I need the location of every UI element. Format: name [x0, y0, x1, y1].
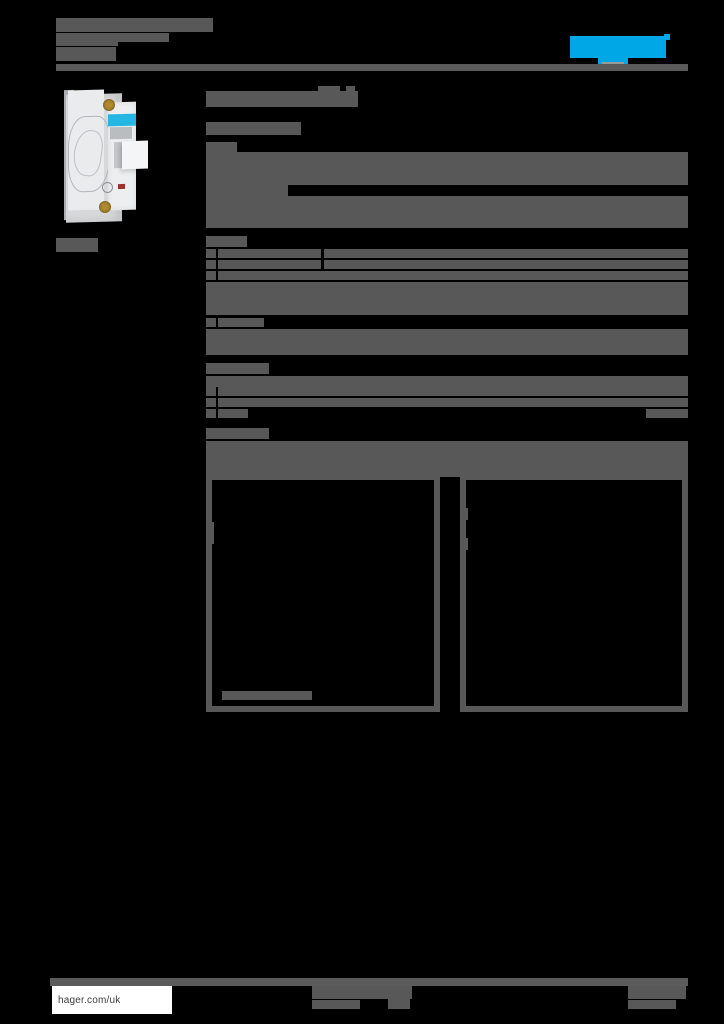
diagram-boxes	[206, 468, 688, 712]
header-divider	[56, 64, 688, 71]
footer-center-line-2	[312, 1000, 360, 1009]
table-row	[206, 376, 688, 387]
table-row	[218, 271, 688, 280]
section-title-1-bar	[206, 142, 237, 152]
table-row-value-wide	[324, 260, 688, 269]
module-symbol-icon	[102, 182, 113, 193]
table-row	[218, 387, 688, 396]
table-row	[206, 293, 688, 304]
section-title-2-bar	[206, 236, 247, 247]
table-row	[206, 342, 688, 355]
footer-url-text: hager.com/uk	[58, 994, 121, 1006]
hager-logo[interactable]	[570, 32, 670, 68]
table-row-label	[206, 409, 216, 418]
document-title-line-1	[56, 18, 213, 32]
diagram-box-left-label-2	[270, 468, 280, 478]
table-row-value	[218, 318, 264, 327]
table-row	[206, 202, 688, 215]
section-1-rows-cont	[206, 202, 688, 228]
document-title-notch	[118, 33, 169, 42]
table-row-label	[206, 398, 216, 407]
section-3-rows	[206, 376, 688, 418]
section-1-rows	[206, 152, 688, 202]
module-toggle-lever[interactable]	[122, 140, 148, 170]
section-title-4	[206, 428, 688, 441]
section-title-3	[206, 363, 688, 376]
diagram-box-right-side-mark-2	[464, 538, 468, 550]
footer-right-line-1	[628, 986, 686, 999]
product-caption	[56, 238, 98, 252]
section-title-1	[206, 142, 688, 152]
spec-main-heading	[206, 86, 688, 108]
module-rating-text	[110, 126, 132, 140]
table-row	[206, 215, 688, 228]
terminal-screw-top	[103, 99, 115, 111]
footer-center-line-1	[312, 986, 412, 999]
product-image-column	[50, 86, 200, 252]
trademark-icon	[664, 34, 670, 40]
table-row	[206, 453, 688, 465]
document-title-line-2	[56, 33, 118, 46]
product-photo	[50, 86, 200, 236]
section-title-4-bar	[206, 428, 269, 439]
terminal-screw-bottom	[99, 201, 111, 213]
specification-column	[206, 86, 688, 501]
diagram-box-right-label	[492, 468, 526, 478]
diagram-box-left-label	[242, 468, 264, 478]
status-indicator-icon	[118, 183, 125, 190]
hager-logo-wordmark	[570, 36, 666, 64]
spec-subheading-bar	[206, 122, 301, 135]
section-title-2	[206, 236, 688, 249]
table-row-label	[206, 249, 216, 258]
diagram-box-left-side-mark	[210, 522, 214, 544]
document-title-line-3	[56, 47, 116, 61]
footer-divider	[50, 978, 688, 986]
table-row	[206, 174, 688, 185]
module-brand-label	[108, 113, 136, 127]
section-2-rows-cont	[206, 329, 688, 355]
section-2-rows	[206, 249, 688, 329]
table-row-divider	[206, 196, 688, 202]
footer-right-line-2	[628, 1000, 676, 1009]
table-row	[218, 398, 688, 407]
table-row	[206, 304, 688, 315]
table-row-label	[206, 318, 216, 327]
page-footer: hager.com/uk	[50, 978, 688, 1014]
table-row	[206, 152, 688, 163]
section-title-3-bar	[206, 363, 269, 374]
footer-page-number	[388, 998, 410, 1009]
page-header	[56, 12, 686, 74]
footer-url-link[interactable]: hager.com/uk	[52, 986, 172, 1014]
spec-subheading	[206, 112, 688, 138]
table-row-value	[218, 260, 321, 269]
document-title	[56, 14, 218, 61]
table-row-value	[218, 249, 321, 258]
table-row	[206, 441, 688, 453]
table-row-value	[218, 409, 248, 418]
spec-heading-superscript	[318, 86, 340, 92]
diagram-box-right-side-mark	[464, 508, 468, 520]
diagram-box-right	[460, 468, 688, 712]
table-row-label	[206, 271, 216, 280]
table-row	[206, 163, 688, 174]
table-row-label	[206, 185, 288, 196]
table-row-label	[206, 387, 216, 396]
diagram-box-left	[206, 468, 440, 712]
table-row	[206, 329, 688, 342]
table-row	[206, 282, 688, 293]
spec-heading-bar	[206, 91, 358, 107]
table-row-value-end	[646, 409, 688, 418]
diagram-box-left-caption	[222, 691, 312, 700]
spec-heading-superscript-2	[346, 86, 355, 92]
table-row-value-wide	[324, 249, 688, 258]
table-row-label	[206, 260, 216, 269]
